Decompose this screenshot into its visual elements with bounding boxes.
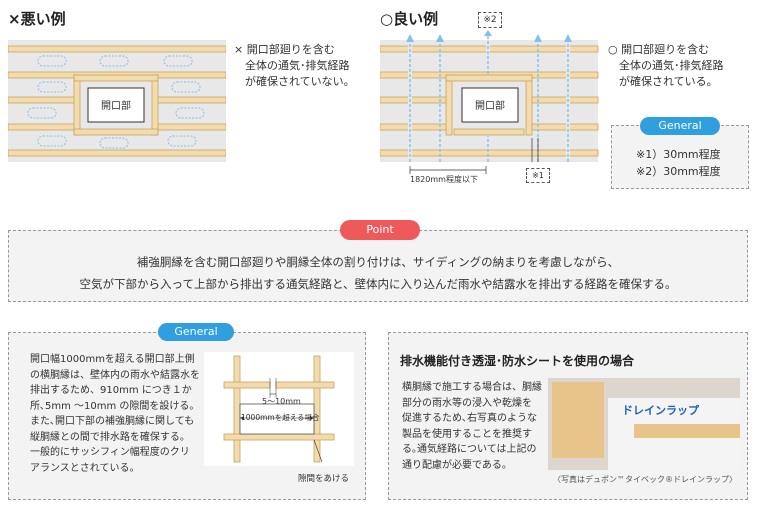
drain-product-photo: ドレインラップ [548,378,740,470]
good-example-title: ○良い例 [380,10,439,28]
drain-title: 排水機能付き透湿･防水シートを使用の場合 [400,354,635,368]
general-bottom-badge: General [158,323,234,341]
drain-text: 横胴縁で施工する場合は、胴縁 部分の雨水等の浸入や乾燥を 促進するため､右写真の… [402,382,542,471]
drain-photo-caption: 〈写真はデュポン™タイベック®ドレインラップ〉 [553,475,737,484]
good-example-note: ○ 開口部廻りを含む 全体の通気･排気経路 が確保されている。 [608,43,724,88]
point-badge: Point [340,220,420,240]
good-opening-label: 開口部 [475,99,505,112]
gap-detail-diagram [204,352,354,466]
leave-gap-label: 隙間をあける [298,474,350,484]
furring-strip [8,149,226,157]
general-top-line-2: ※2）30mm程度 [636,165,721,178]
point-panel [8,230,748,302]
opening-outline [239,403,315,435]
bad-example-title: ×悪い例 [8,10,66,28]
spacing-dimension-label: 1820mm程度以下 [410,175,478,184]
point-line-1: 補強胴縁を含む開口部廻りや胴縁全体の割り付けは、サイディングの納まりを考慮しなが… [136,255,620,269]
point-line-2: 空気が下部から入って上部から排出する通気経路と、壁体内に入り込んだ雨水や結露水を… [79,277,677,291]
trapped-air-markers [27,55,205,149]
opening-width-label: 1000mmを超える場合 [241,413,320,422]
opening-window [87,87,145,123]
bad-example-diagram: 開口部 [8,40,226,162]
general-top-badge: General [640,117,720,135]
marker-2-label: ※2 [478,12,502,28]
bad-example-note: × 開口部廻りを含む 全体の通気･排気経路 が確保されていない。 [234,43,355,88]
photo-wood-strip [552,382,604,458]
gap-size-label: 5～10mm [262,397,301,406]
photo-wood-strip-2 [634,424,740,438]
bad-opening-label: 開口部 [101,99,131,112]
general-bottom-text: 開口幅1000mmを超える開口部上側 の横胴縁は、壁体内の雨水や結露水を 排出す… [30,354,200,474]
marker-1-label: ※1 [526,168,550,183]
furring-strip [8,45,226,53]
general-top-line-1: ※1）30mm程度 [636,148,721,161]
photo-brand-text: ドレインラップ [622,404,699,417]
good-example-diagram: 開口部 [380,30,599,174]
